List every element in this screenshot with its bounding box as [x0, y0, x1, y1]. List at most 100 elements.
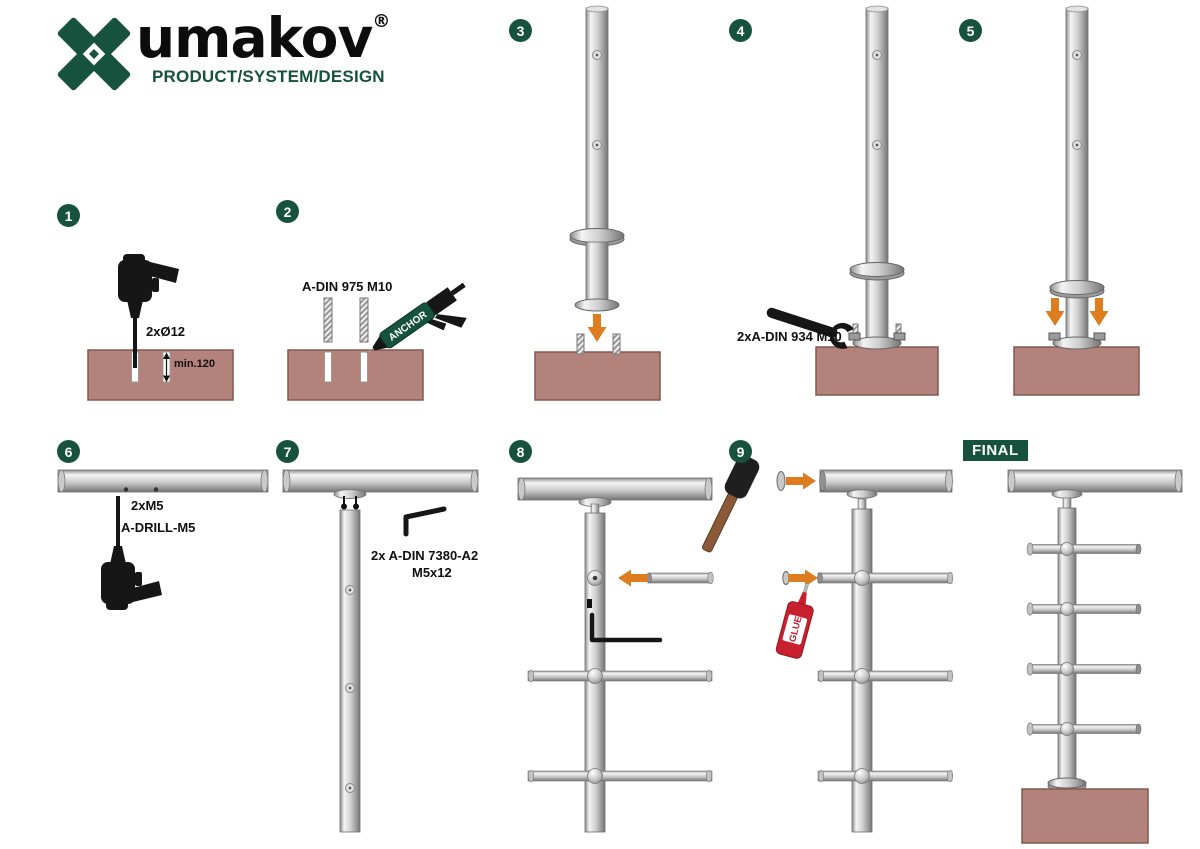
- step3-illustration: [534, 5, 661, 401]
- step9-illustration: GLUE: [702, 455, 954, 833]
- depth-arrow-icon: [163, 352, 170, 382]
- step6-illustration: [57, 469, 269, 610]
- step8-badge: 8: [509, 440, 532, 463]
- brand-wordmark: umakov: [136, 6, 373, 70]
- step1-illustration: [87, 254, 234, 401]
- handrail: [517, 477, 713, 501]
- step7-badge: 7: [276, 440, 299, 463]
- step2-badge: 2: [276, 200, 299, 223]
- saddle-plate: [333, 489, 367, 499]
- step2-illustration: ANCHOR: [287, 282, 467, 401]
- step5-badge: 5: [959, 19, 982, 42]
- right-arrow-icon: [788, 569, 818, 587]
- crossbar-holder: [854, 768, 870, 784]
- handrail: [57, 469, 269, 493]
- crossbar-holder: [587, 768, 603, 784]
- final-illustration: [1007, 469, 1183, 844]
- down-arrow-icon: [587, 314, 607, 342]
- nut-icon: [893, 332, 906, 341]
- step1-diameter-label: 2xØ12: [146, 324, 186, 339]
- step1-depth-label: min.120: [174, 358, 215, 370]
- crossbar: [1027, 544, 1141, 554]
- step6-drillbit-label: A-DRILL-M5: [121, 520, 196, 535]
- step7-screw-label-1: 2x A-DIN 7380-A2: [371, 548, 479, 563]
- handrail: [1007, 469, 1183, 493]
- crossbar: [647, 572, 713, 584]
- saddle-plate: [1051, 489, 1083, 499]
- anchor-stud-icon: [895, 323, 902, 334]
- right-arrow-icon: [786, 472, 816, 490]
- step1-badge: 1: [57, 204, 80, 227]
- end-cap-icon: [776, 471, 786, 491]
- screw-icon: [341, 503, 347, 510]
- crossbar-holder: [1060, 722, 1074, 736]
- step7-screw-label-2: M5x12: [412, 565, 452, 580]
- threaded-rod-icon: [359, 297, 369, 343]
- base-block: [534, 351, 661, 401]
- nut-icon: [1048, 332, 1061, 341]
- base-block: [87, 349, 234, 401]
- step6-badge: 6: [57, 440, 80, 463]
- left-arrow-icon: [618, 569, 648, 587]
- handrail: [282, 469, 479, 493]
- step4-illustration: [762, 5, 939, 396]
- step7-illustration: [282, 469, 479, 833]
- crossbar-holder: [854, 570, 870, 586]
- step6-screw-label: 2xM5: [131, 498, 164, 513]
- drill-icon: [101, 496, 162, 610]
- allen-key-icon: [403, 506, 447, 537]
- nut-icon: [848, 332, 861, 341]
- step9-badge: 9: [729, 440, 752, 463]
- nut-icon: [1093, 332, 1106, 341]
- crossbar-holder: [1060, 542, 1074, 556]
- crossbar: [817, 572, 953, 584]
- anchor-bolt-icon: [612, 333, 621, 355]
- allen-key-icon: [589, 612, 663, 643]
- post-lower: [585, 241, 609, 305]
- handrail: [819, 469, 953, 493]
- base-block: [1021, 788, 1149, 844]
- brand-tagline: PRODUCT/SYSTEM/DESIGN: [152, 67, 385, 86]
- anchor-stud-icon: [852, 323, 859, 334]
- step8-illustration: [517, 477, 714, 833]
- base-plate: [574, 298, 620, 312]
- screw-icon: [353, 503, 359, 510]
- crossbar: [1027, 724, 1141, 734]
- crossbar: [1027, 604, 1141, 614]
- base-block: [1013, 346, 1140, 396]
- base-plate: [852, 336, 902, 350]
- drill-hole: [324, 351, 332, 383]
- crossbar: [527, 770, 713, 782]
- rail-hole: [123, 487, 129, 492]
- crossbar: [817, 670, 953, 682]
- step4-nut-label: 2xA-DIN 934 M10: [737, 329, 842, 344]
- anchor-bolt-icon: [576, 333, 585, 355]
- crossbar-holder: [1060, 602, 1074, 616]
- rail-hole: [153, 487, 159, 492]
- base-block: [815, 346, 939, 396]
- mallet-icon: [702, 455, 760, 553]
- final-badge: FINAL: [963, 440, 1028, 461]
- drill-hole: [360, 351, 368, 383]
- crossbar-holder: [1060, 662, 1074, 676]
- threaded-rod-icon: [323, 297, 333, 343]
- umakov-logo-icon: [57, 17, 131, 91]
- crossbar: [1027, 664, 1141, 674]
- step2-rod-label: A-DIN 975 M10: [302, 279, 393, 294]
- brand-name: umakov®: [136, 9, 390, 68]
- step5-illustration: [1013, 5, 1140, 396]
- crossbar-holder: [854, 668, 870, 684]
- post: [585, 7, 609, 235]
- base-block: [287, 349, 424, 401]
- down-arrow-icon: [1089, 298, 1109, 326]
- step3-badge: 3: [509, 19, 532, 42]
- crossbar: [527, 670, 713, 682]
- saddle-plate: [846, 489, 878, 499]
- base-plate: [1052, 336, 1102, 350]
- registered-mark: ®: [372, 11, 390, 32]
- down-arrow-icon: [1045, 298, 1065, 326]
- set-screw-icon: [587, 599, 592, 608]
- crossbar: [817, 770, 953, 782]
